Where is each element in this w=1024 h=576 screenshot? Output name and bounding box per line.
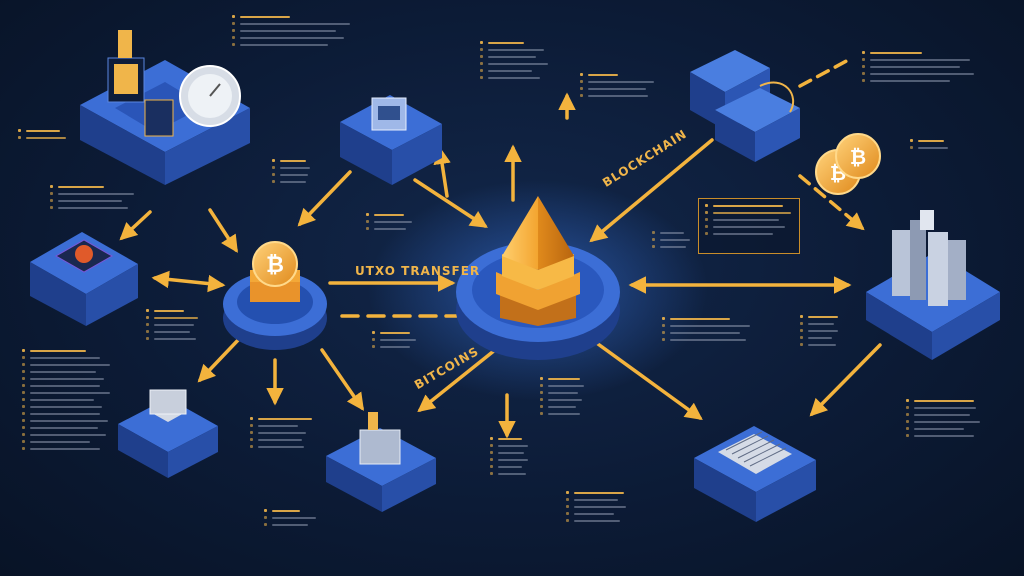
bitcoin-coin-2 <box>835 133 881 179</box>
chip-core-icon <box>75 245 93 263</box>
pyramid-left-face <box>502 196 538 270</box>
node-hardware-cubes <box>690 50 800 162</box>
annotation-block-mid-left <box>146 309 206 345</box>
annotation-block-2 <box>480 41 550 84</box>
annotation-block-bottom-1 <box>250 417 320 453</box>
arrow-coins-center <box>798 174 865 231</box>
annotation-block-left <box>18 129 68 144</box>
annotation-block-right-2 <box>800 315 850 351</box>
arrow-center-bottomright <box>596 342 703 421</box>
annotation-block-bottom-3 <box>490 437 540 480</box>
arrow-bitcoin-leftnode <box>119 210 152 241</box>
annotation-block-bottom-5 <box>264 509 324 531</box>
arrow-right-bottomright <box>809 343 882 417</box>
path-label: UTXO TRANSFER <box>355 264 481 278</box>
node-bitcoin-coin: ₿ <box>223 241 327 350</box>
info-panel <box>698 198 800 254</box>
node-datacenter <box>866 210 1000 360</box>
node-mining-rig <box>80 30 250 185</box>
annotation-block-mid-3 <box>372 331 422 353</box>
annotation-block-top <box>232 15 352 51</box>
annotation-block-right-3 <box>906 399 986 442</box>
arrow-topleft-bitcoin <box>208 208 238 253</box>
arrow-bitcoin-bottomcenter <box>320 348 364 411</box>
node-chip-left <box>30 232 138 326</box>
annotation-block-right-4 <box>910 139 950 154</box>
arrow-server-center <box>413 178 488 228</box>
svg-text:₿: ₿ <box>266 253 284 278</box>
node-asic-right <box>694 426 816 522</box>
annotation-block-mid-1 <box>272 159 312 188</box>
node-central-pyramid <box>456 196 620 360</box>
arrow-server-bitcoin <box>297 170 352 227</box>
annotation-block-bottom-4 <box>566 491 636 527</box>
bitcoin-icon <box>252 241 298 287</box>
arrow-center-bottomcenter <box>417 348 497 413</box>
node-processor-left <box>118 389 218 478</box>
coin-stack-right: ₿ ₿ <box>815 133 881 195</box>
annotation-block-mid-right <box>652 231 742 253</box>
node-server-top <box>340 95 442 185</box>
arrow-bitcoin-bottomleft <box>197 336 242 383</box>
annotation-block-left-3 <box>22 349 112 455</box>
annotation-block-right-1 <box>662 317 762 346</box>
arrow-dashed-topright <box>798 56 854 88</box>
annotation-block-topright <box>862 51 982 87</box>
arrow-left-bitcoin <box>151 270 226 293</box>
arrow-center-topright <box>589 138 714 243</box>
svg-text:₿: ₿ <box>850 145 866 169</box>
annotation-block-bottom-2 <box>540 377 590 420</box>
node-processor-center <box>326 412 436 512</box>
annotation-block-left-2 <box>50 185 140 214</box>
pyramid-right-face <box>538 196 574 270</box>
annotation-block-3 <box>580 73 660 102</box>
annotation-block-mid-2 <box>366 213 416 235</box>
